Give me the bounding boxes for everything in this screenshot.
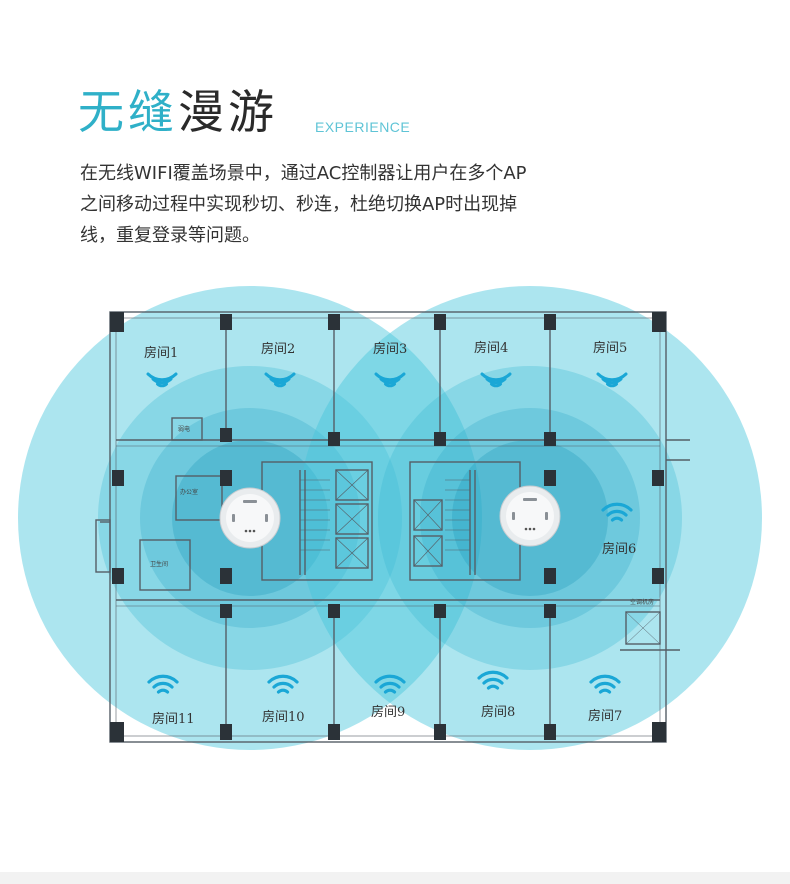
label-weak-room: 弱电 bbox=[178, 425, 190, 433]
room-label: 房间1 bbox=[144, 345, 178, 361]
room-labels: 房间1 房间2 房间3 房间4 房间5 房间6 房间7 房间8 房间9 房间10… bbox=[144, 340, 636, 727]
room-label: 房间2 bbox=[261, 341, 295, 357]
title-part-2: 漫游 bbox=[178, 85, 278, 139]
room-label: 房间7 bbox=[588, 708, 622, 724]
title-chinese: 无缝漫游 bbox=[78, 84, 278, 140]
access-point-right bbox=[499, 485, 561, 547]
room-label: 房间6 bbox=[602, 541, 636, 557]
room-label: 房间9 bbox=[371, 704, 405, 720]
room-label: 房间11 bbox=[152, 711, 195, 727]
room-label: 房间3 bbox=[373, 341, 407, 357]
section-description: 在无线WIFI覆盖场景中，通过AC控制器让用户在多个AP 之间移动过程中实现秒切… bbox=[80, 158, 640, 251]
room-label: 房间8 bbox=[481, 704, 515, 720]
room-label: 房间10 bbox=[262, 709, 305, 725]
bottom-divider bbox=[0, 872, 790, 884]
description-line: 之间移动过程中实现秒切、秒连，杜绝切换AP时出现掉 bbox=[80, 194, 518, 215]
description-line: 在无线WIFI覆盖场景中，通过AC控制器让用户在多个AP bbox=[80, 163, 527, 184]
title-english: EXPERIENCE bbox=[315, 119, 411, 135]
room-label: 房间5 bbox=[593, 340, 627, 356]
label-office: 办公室 bbox=[180, 488, 198, 496]
description-line: 线，重复登录等问题。 bbox=[80, 225, 260, 246]
access-point-left bbox=[219, 487, 281, 549]
label-restroom: 卫生间 bbox=[150, 560, 168, 568]
label-aircon: 空调机房 bbox=[630, 598, 654, 606]
title-part-1: 无缝 bbox=[78, 85, 178, 139]
room-label: 房间4 bbox=[474, 340, 508, 356]
structural-columns bbox=[110, 312, 666, 742]
